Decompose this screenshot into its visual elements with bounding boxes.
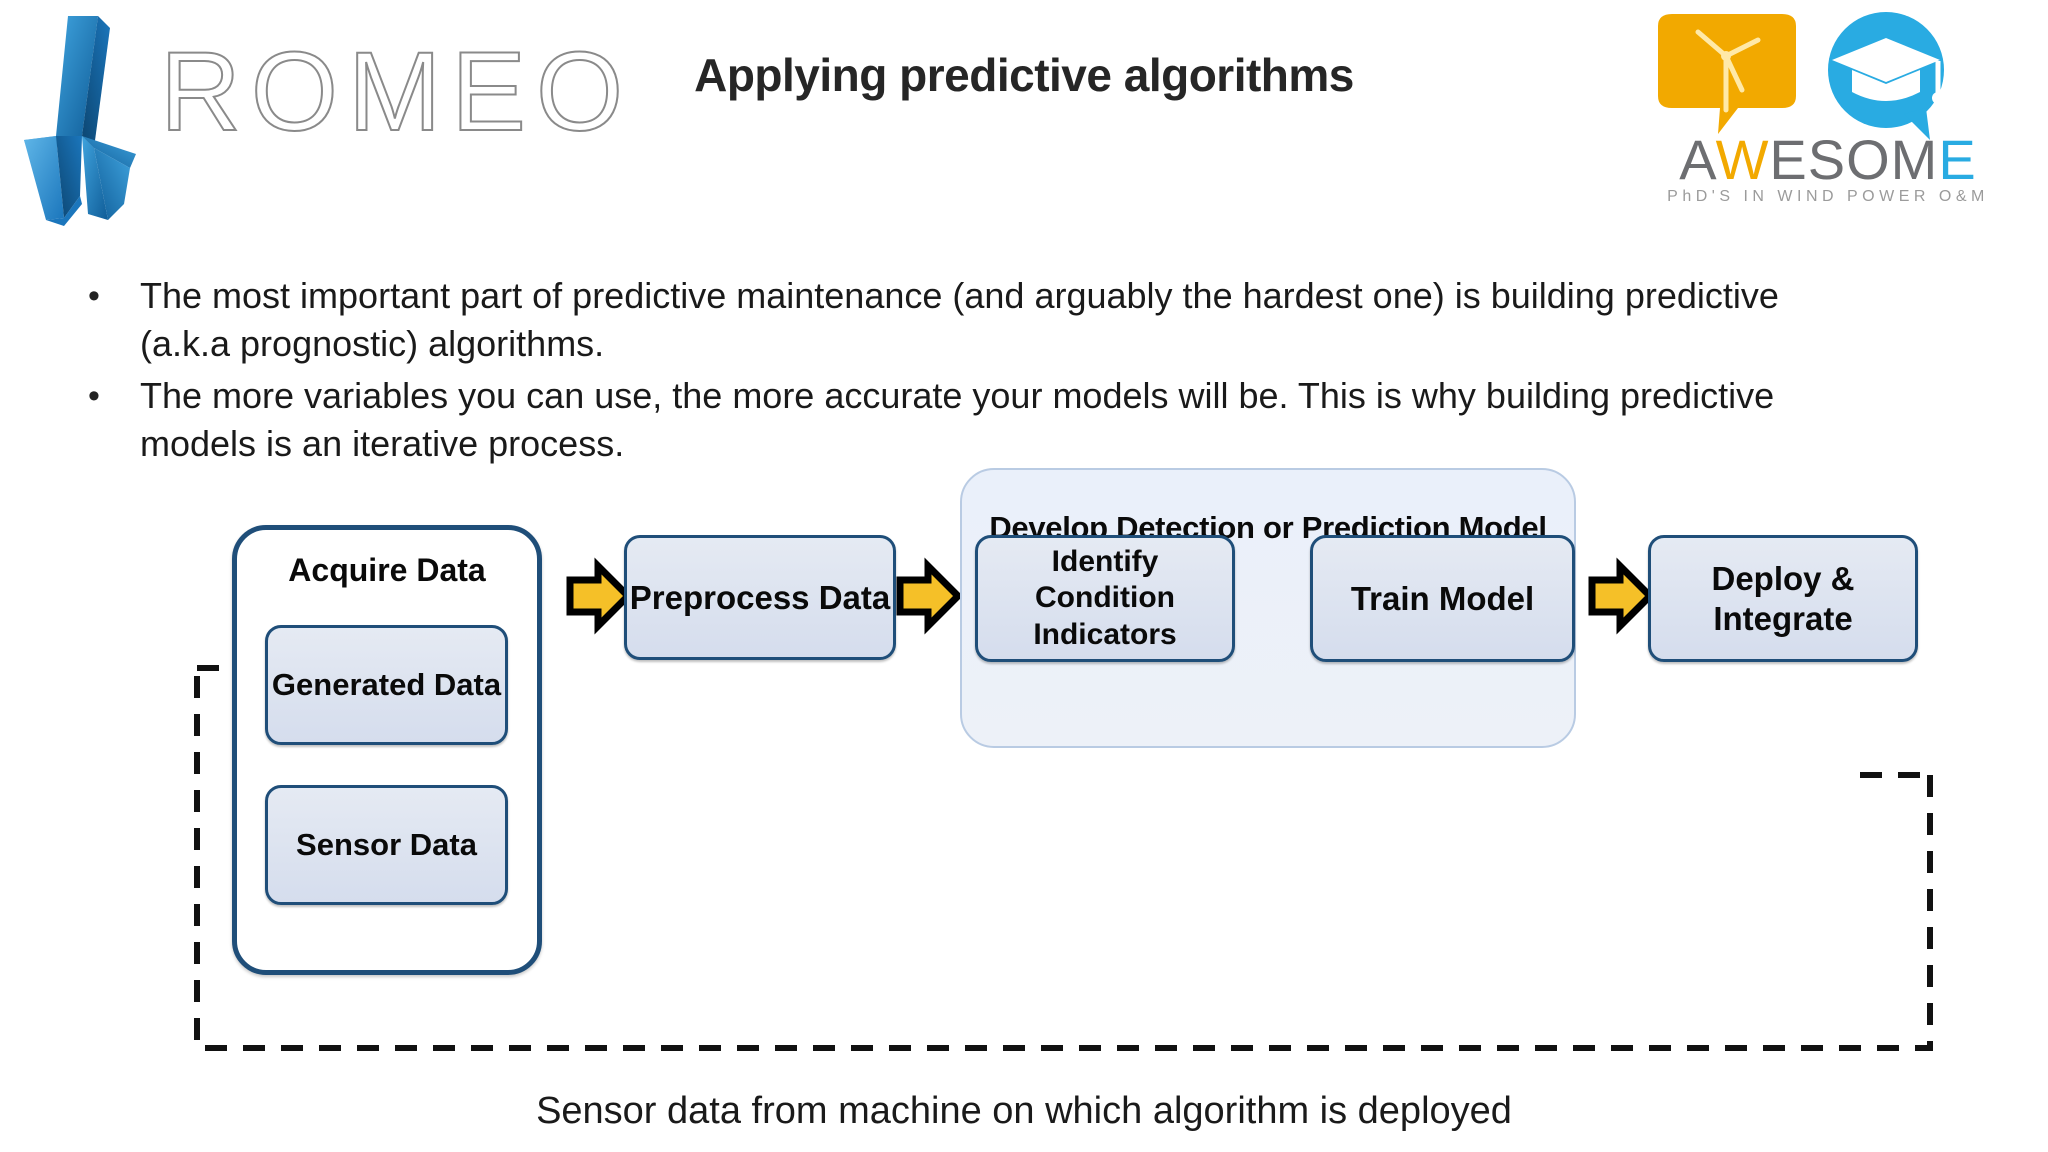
bullet-text: The most important part of predictive ma… <box>140 275 1779 364</box>
awesome-letter-e: E <box>1938 128 1977 191</box>
awesome-wordmark: AWESOME <box>1628 132 2028 188</box>
node-sensor-data-label: Sensor Data <box>296 826 477 862</box>
block-arrow-acquire-to-preprocess <box>566 557 633 635</box>
awesome-letter-a: A <box>1679 128 1716 191</box>
block-arrow-train-to-deploy <box>1588 557 1655 635</box>
list-item: • The most important part of predictive … <box>78 272 1958 368</box>
awesome-bubbles-icon <box>1658 12 1944 140</box>
block-arrow-preprocess-to-identify <box>896 557 963 635</box>
node-generated-data[interactable]: Generated Data <box>265 625 508 745</box>
awesome-letters-esom: ESOM <box>1769 128 1939 191</box>
graduation-cap-icon <box>1832 38 1944 104</box>
bullet-text: The more variables you can use, the more… <box>140 375 1775 464</box>
node-sensor-data[interactable]: Sensor Data <box>265 785 508 905</box>
node-deploy-integrate-label: Deploy & Integrate <box>1711 559 1855 637</box>
predictive-maintenance-workflow-diagram: Acquire Data Generated Data Sensor Data … <box>0 468 2048 1152</box>
bullet-marker: • <box>88 277 100 315</box>
bullet-list: • The most important part of predictive … <box>78 272 1958 472</box>
romeo-mark-icon <box>24 16 136 226</box>
node-preprocess-data[interactable]: Preprocess Data <box>624 535 896 660</box>
node-deploy-integrate[interactable]: Deploy & Integrate <box>1648 535 1918 662</box>
group-acquire-data[interactable]: Acquire Data <box>232 525 542 975</box>
node-generated-data-label: Generated Data <box>271 666 502 702</box>
diagram-caption: Sensor data from machine on which algori… <box>536 1090 1512 1132</box>
awesome-logo: AWESOME PhD'S IN WIND POWER O&M <box>1628 10 2028 215</box>
awesome-tagline: PhD'S IN WIND POWER O&M <box>1667 188 1989 205</box>
node-identify-condition-indicators[interactable]: Identify Condition Indicators <box>975 535 1235 662</box>
list-item: • The more variables you can use, the mo… <box>78 372 1958 468</box>
awesome-letter-w: W <box>1715 128 1770 191</box>
group-acquire-data-label: Acquire Data <box>288 552 486 588</box>
romeo-logo: ROMEO <box>20 8 624 226</box>
bullet-marker: • <box>88 377 100 415</box>
node-train-model[interactable]: Train Model <box>1310 535 1575 662</box>
page-title: Applying predictive algorithms <box>694 49 1354 101</box>
wind-turbine-icon <box>1695 29 1761 113</box>
node-preprocess-data-label: Preprocess Data <box>629 578 891 616</box>
node-identify-condition-indicators-label: Identify Condition Indicators <box>1033 544 1177 651</box>
node-train-model-label: Train Model <box>1350 579 1535 617</box>
romeo-wordmark: ROMEO <box>159 29 634 154</box>
